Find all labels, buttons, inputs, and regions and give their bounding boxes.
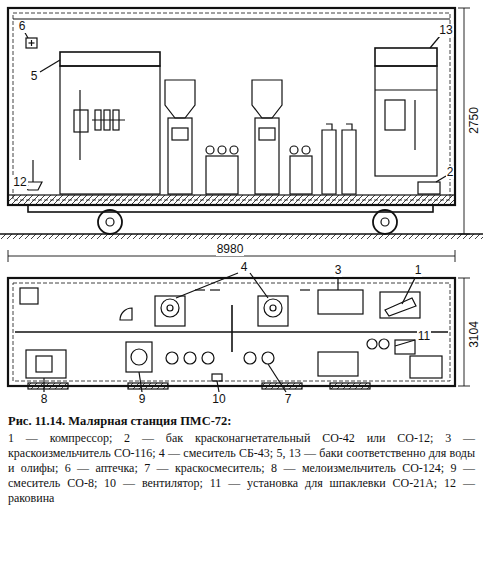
plan-view [8, 273, 470, 392]
figure-caption: 1 — компрессор; 2 — бак красконагнетател… [8, 431, 475, 506]
callout-number: 4 [240, 261, 249, 274]
dimension-label: 3104 [467, 320, 480, 349]
figure-title: Рис. 11.14. Малярная станция ПМС-72: [8, 414, 475, 429]
side-view [0, 8, 483, 262]
callout-number: 11 [417, 330, 431, 343]
callout-number: 3 [334, 264, 343, 277]
callout-number: 10 [211, 393, 226, 406]
callout-number: 8 [40, 393, 49, 406]
callout-number: 6 [18, 20, 27, 33]
callout-number: 5 [30, 70, 39, 83]
callout-number: 12 [12, 176, 27, 189]
dimension-label: 2750 [467, 106, 480, 135]
callout-number: 7 [284, 393, 293, 406]
callout-number: 9 [138, 393, 147, 406]
dimension-label: 8980 [216, 243, 245, 256]
callout-number: 13 [438, 24, 453, 37]
callout-number: 2 [446, 166, 455, 179]
callout-number: 1 [414, 264, 423, 277]
